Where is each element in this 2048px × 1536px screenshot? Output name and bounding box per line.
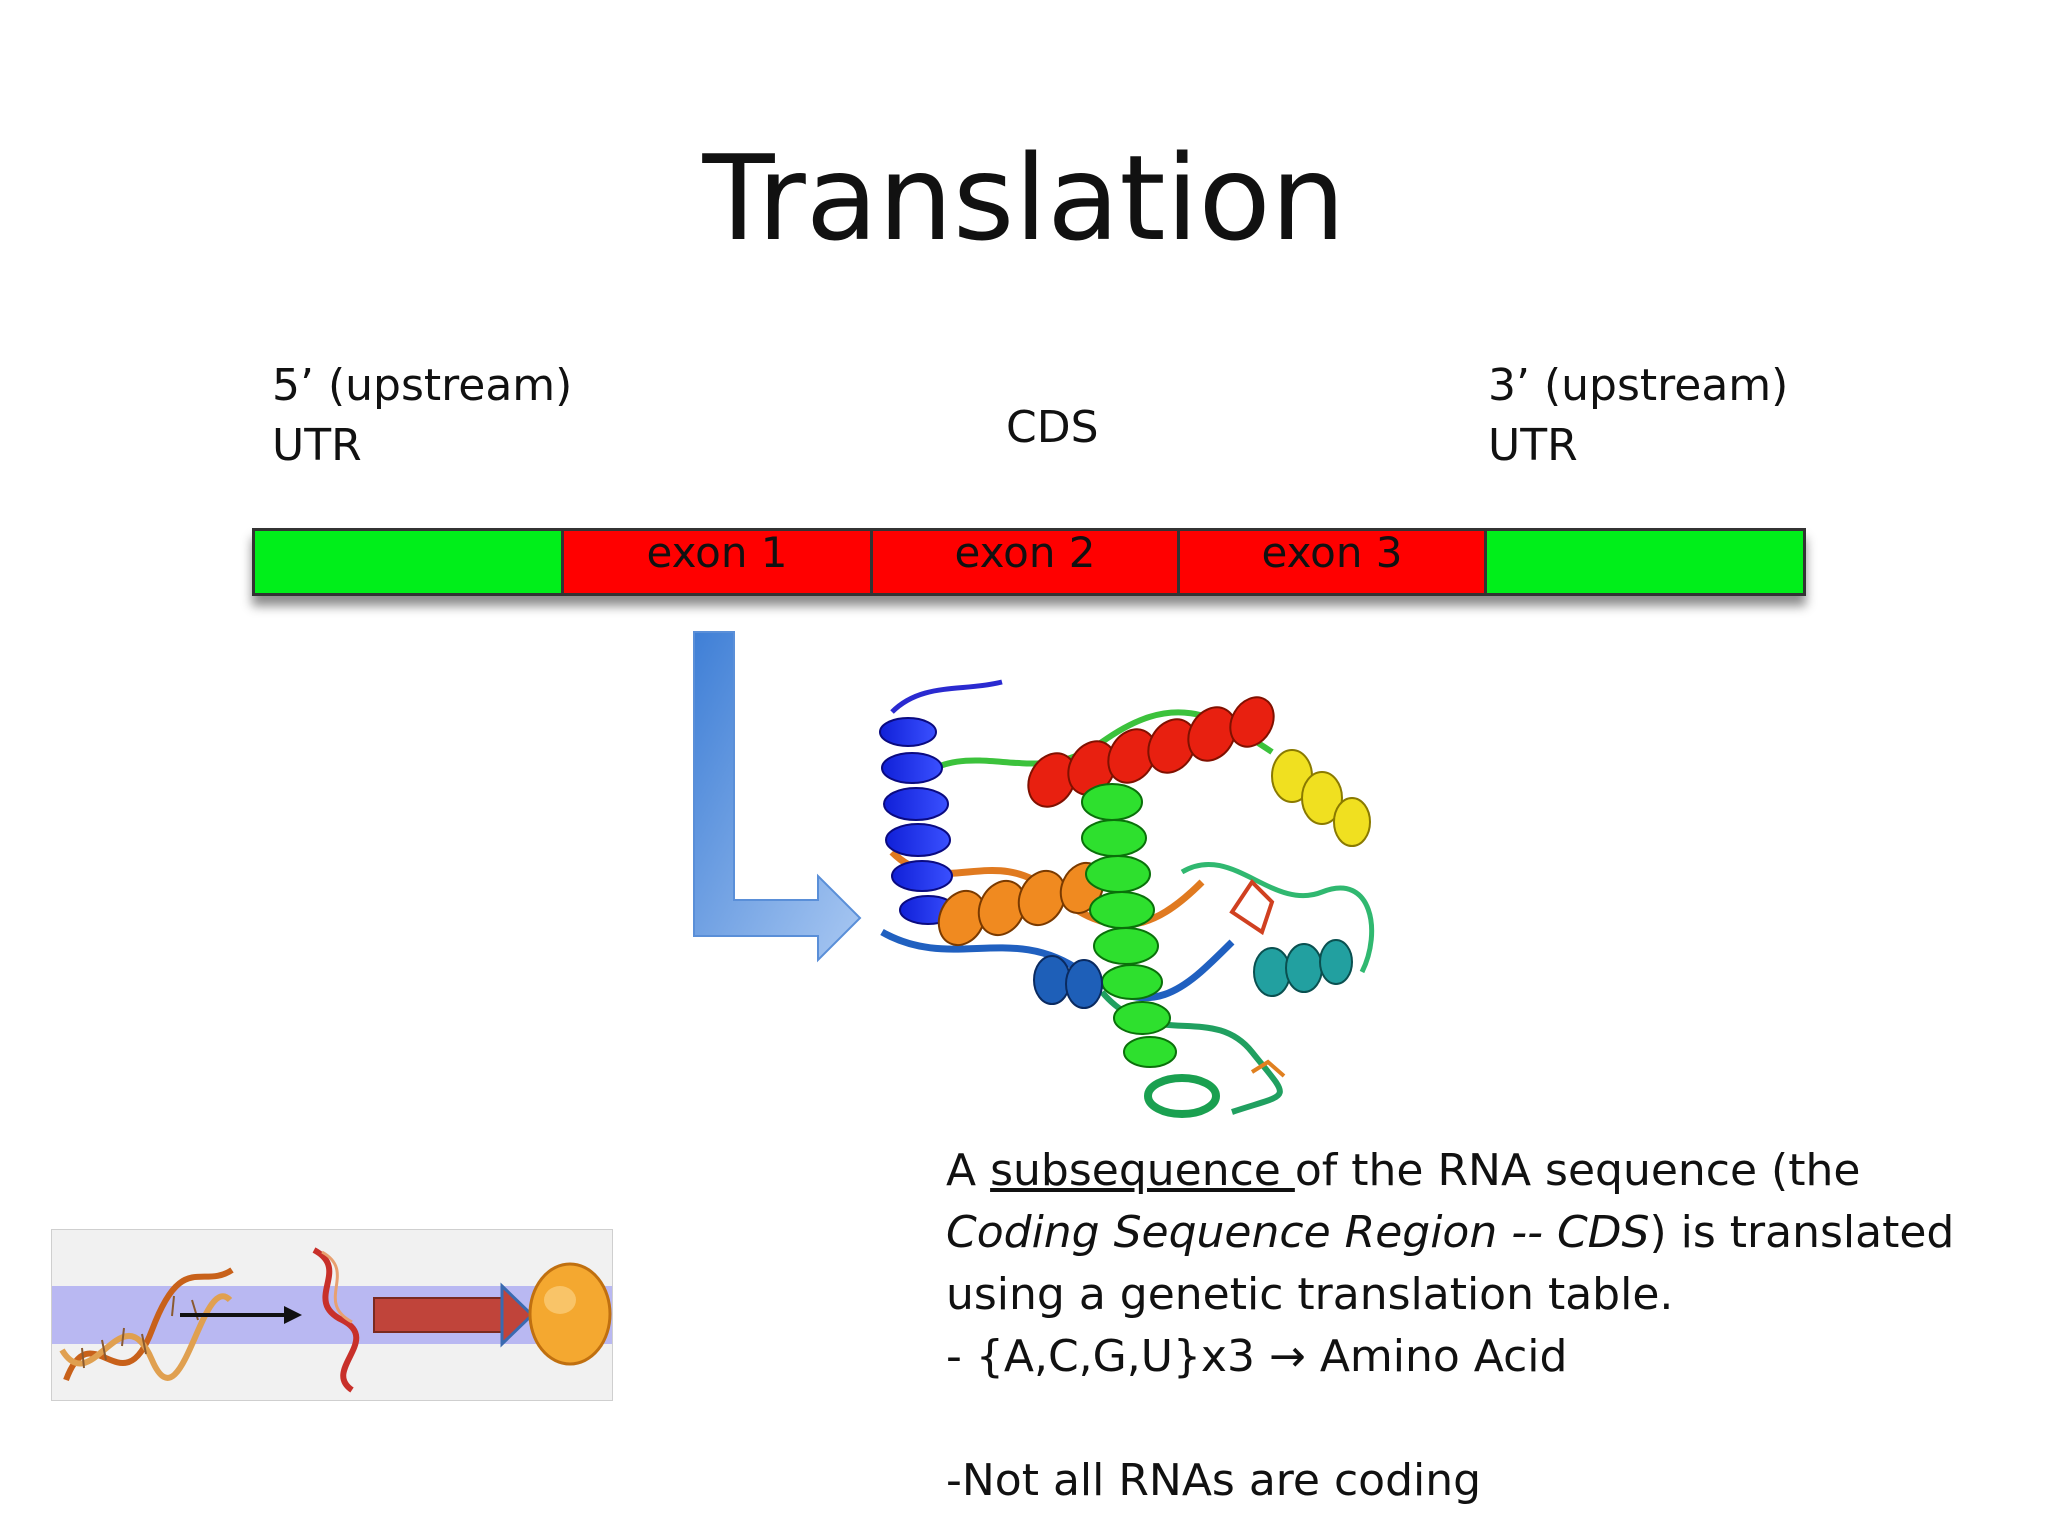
codon-rule-suffix: Amino Acid	[1305, 1331, 1568, 1382]
utr3-segment	[1487, 531, 1803, 593]
desc-line-3: using a genetic translation table.	[946, 1269, 1674, 1320]
subsequence-term: subsequence	[990, 1145, 1295, 1196]
utr5-segment	[255, 531, 564, 593]
desc-line-1: A subsequence of the RNA sequence (the	[946, 1140, 1966, 1202]
protein-structure-icon	[879, 679, 1375, 1118]
utr3-label: 3’ (upstream) UTR	[1488, 356, 1788, 476]
translation-description: A subsequence of the RNA sequence (the C…	[946, 1140, 1966, 1512]
right-arrow-icon: →	[1268, 1331, 1306, 1382]
cds-term: Coding Sequence Region -- CDS	[946, 1207, 1650, 1258]
cds-label: CDS	[1006, 402, 1099, 453]
exon-1-segment: exon 1	[564, 531, 873, 593]
desc-rest-1: of the RNA sequence (the	[1294, 1145, 1861, 1196]
utr5-label-line2: UTR	[272, 420, 362, 471]
utr3-label-line2: UTR	[1488, 420, 1578, 471]
codon-rule-prefix: - {A,C,G,U}x3	[946, 1331, 1269, 1382]
mrna-strand-bar: exon 1 exon 2 exon 3	[252, 528, 1806, 596]
noncoding-note: -Not all RNAs are coding	[946, 1455, 1482, 1506]
utr5-label-line1: 5’ (upstream)	[272, 360, 573, 411]
desc-prefix: A	[946, 1145, 991, 1196]
utr5-label: 5’ (upstream) UTR	[272, 356, 572, 476]
desc-line-2: Coding Sequence Region -- CDS) is transl…	[946, 1202, 1966, 1264]
exon-2-segment: exon 2	[873, 531, 1180, 593]
codon-rule: - {A,C,G,U}x3 → Amino Acid	[946, 1326, 1966, 1388]
exon-3-segment: exon 3	[1180, 531, 1487, 593]
utr3-label-line1: 3’ (upstream)	[1488, 360, 1789, 411]
slide-title: Translation	[702, 129, 1346, 267]
desc-rest-2: ) is translated	[1649, 1207, 1955, 1258]
dna-rna-protein-icon	[51, 1229, 613, 1401]
blue-l-arrow-icon	[693, 631, 862, 963]
